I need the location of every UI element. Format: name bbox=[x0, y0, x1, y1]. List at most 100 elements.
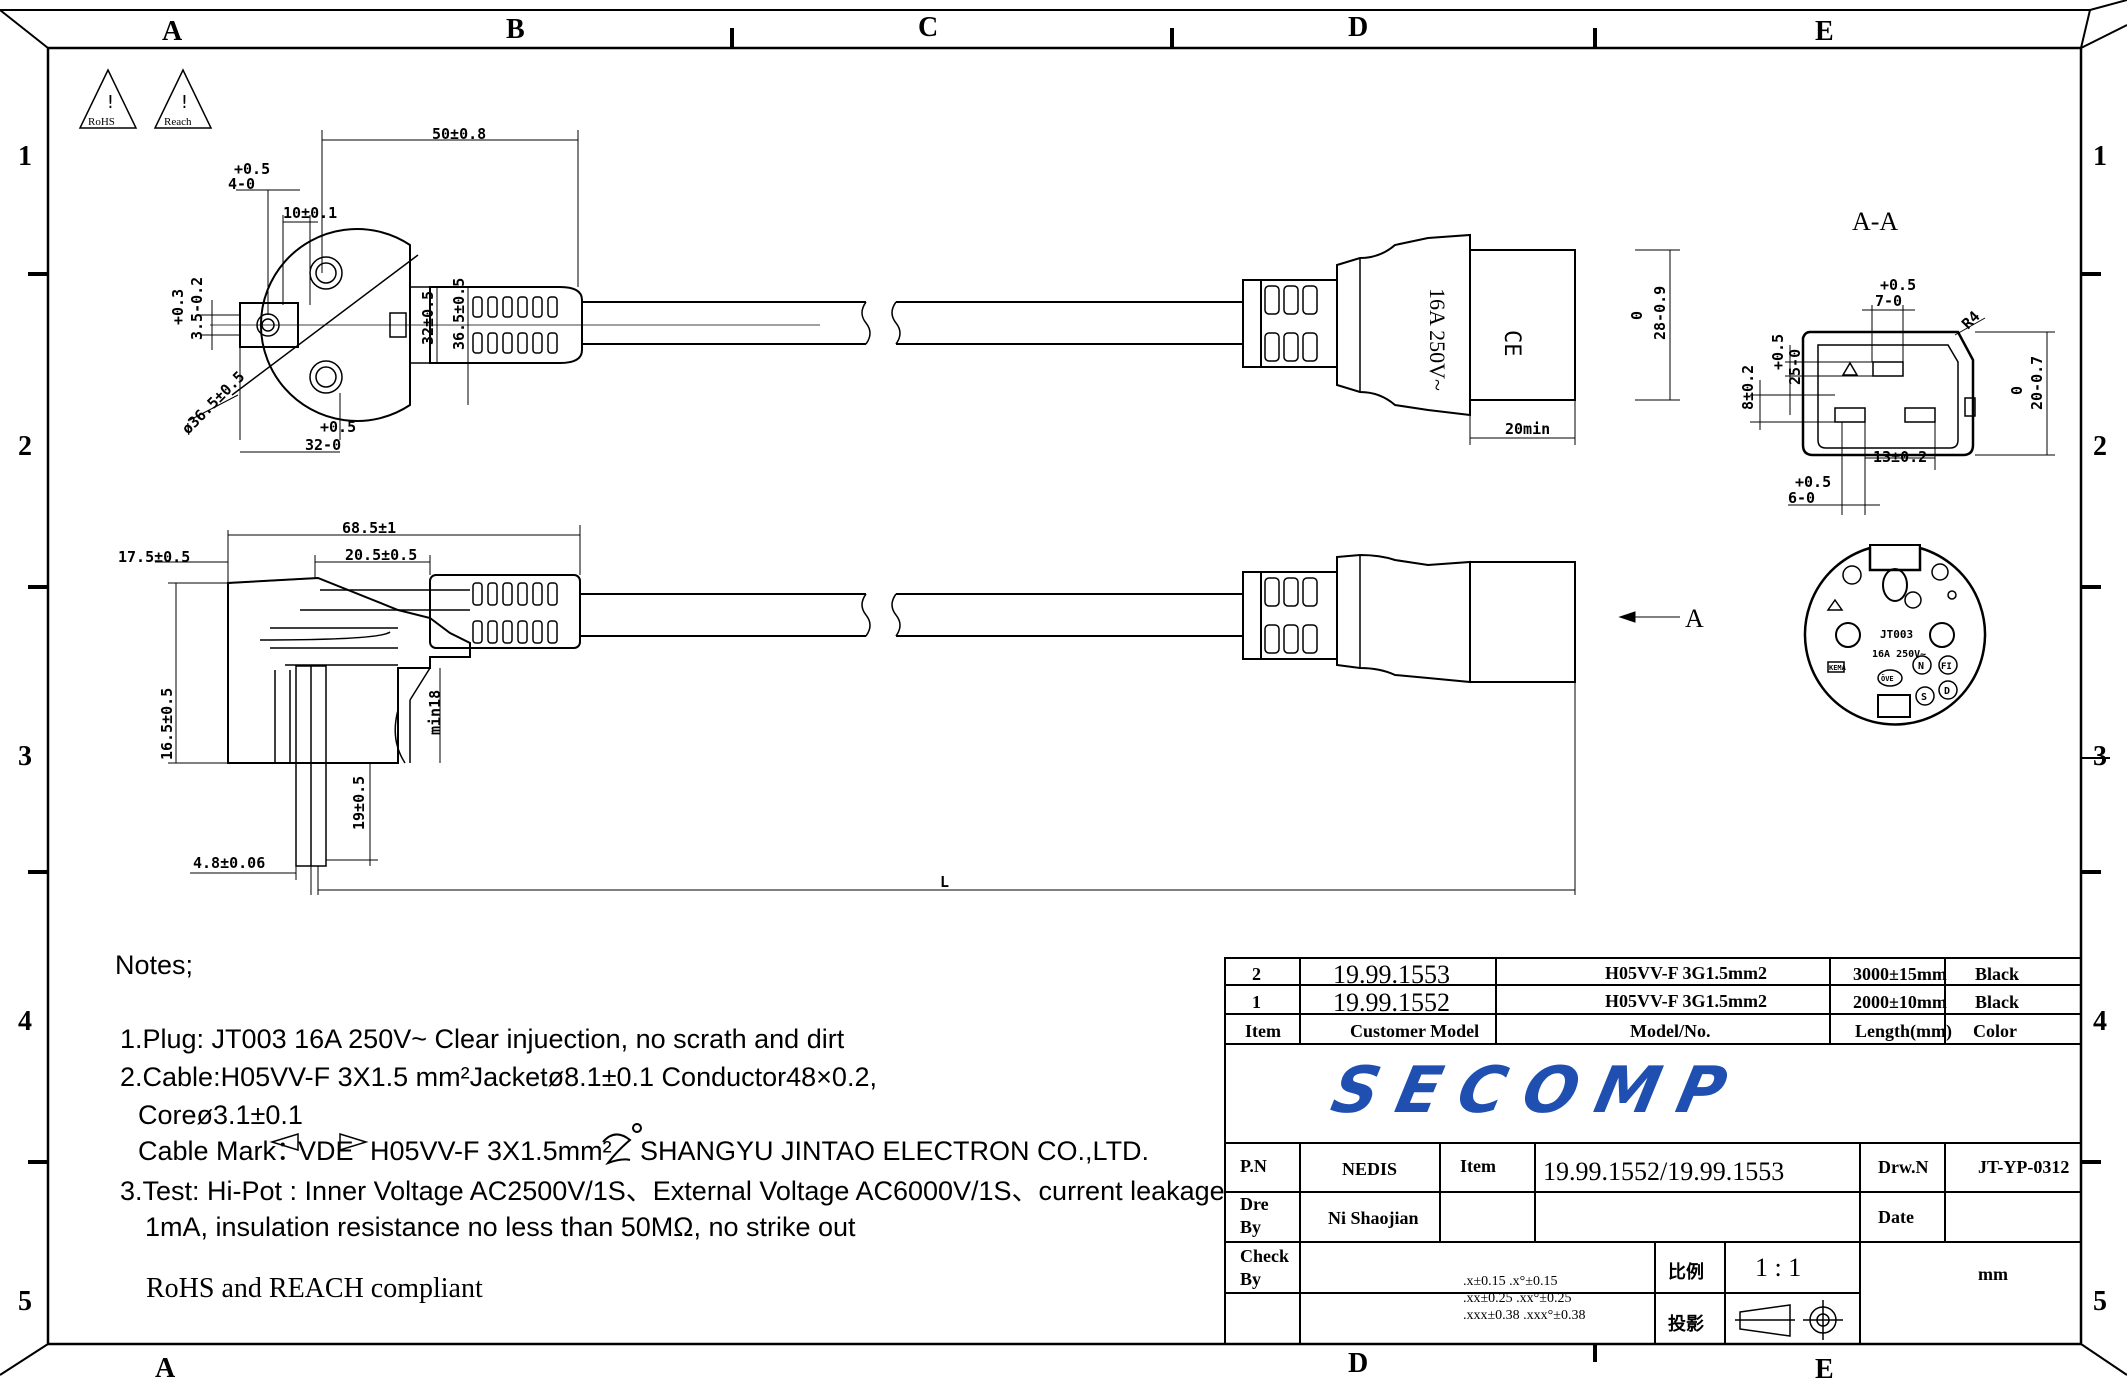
plug-face-view bbox=[1803, 544, 1987, 726]
svg-text:Black: Black bbox=[1975, 964, 2019, 984]
svg-text:+0.5: +0.5 bbox=[1880, 276, 1916, 294]
svg-text:3.5-0.2: 3.5-0.2 bbox=[188, 277, 206, 340]
svg-text:D: D bbox=[1944, 686, 1950, 697]
side-view-dim-text: 17.5±0.5 68.5±1 20.5±0.5 16.5±0.5 min18 … bbox=[118, 519, 1704, 891]
svg-text:36.5±0.5: 36.5±0.5 bbox=[450, 278, 468, 350]
svg-text:Check: Check bbox=[1240, 1246, 1289, 1266]
reach-warning-icon: ! Reach bbox=[153, 68, 213, 129]
svg-text:Item: Item bbox=[1460, 1156, 1496, 1176]
grid-row-4-right: 4 bbox=[2093, 1006, 2107, 1037]
svg-text:7-0: 7-0 bbox=[1875, 292, 1902, 310]
plug-face-text: JT003 16A 250V~ N FI S D KEMA ÖVE bbox=[1829, 628, 1952, 703]
note-line-1: 1.Plug: JT003 16A 250V~ Clear injuection… bbox=[120, 1024, 845, 1054]
svg-text:17.5±0.5: 17.5±0.5 bbox=[118, 548, 190, 566]
svg-text:!: ! bbox=[179, 92, 190, 113]
svg-text:8±0.2: 8±0.2 bbox=[1739, 365, 1757, 410]
svg-text:4-0: 4-0 bbox=[228, 175, 255, 193]
projection-symbol-icon bbox=[1735, 1300, 1843, 1340]
svg-text:.x±0.15 .x°±0.15: .x±0.15 .x°±0.15 bbox=[1463, 1274, 1557, 1289]
bom-row-2-item: 2 bbox=[1252, 964, 1261, 984]
ce-mark: CE bbox=[1499, 330, 1524, 357]
grid-col-D: D bbox=[1348, 12, 1368, 43]
svg-text:16A 250V~: 16A 250V~ bbox=[1425, 288, 1450, 391]
svg-text:19±0.5: 19±0.5 bbox=[350, 776, 368, 830]
svg-text:Item: Item bbox=[1245, 1021, 1281, 1041]
svg-text:By: By bbox=[1240, 1269, 1261, 1289]
svg-text:+0.5: +0.5 bbox=[320, 418, 356, 436]
grid-col-C: C bbox=[918, 12, 938, 43]
svg-text:20min: 20min bbox=[1505, 420, 1550, 438]
svg-text:Customer Model: Customer Model bbox=[1350, 1021, 1479, 1041]
svg-text:0: 0 bbox=[1628, 311, 1646, 320]
svg-text:+0.5: +0.5 bbox=[1769, 334, 1787, 370]
svg-text:+0.3: +0.3 bbox=[169, 289, 187, 325]
svg-text:FI: FI bbox=[1941, 662, 1952, 672]
cable-side bbox=[580, 593, 1243, 637]
svg-text:16.5±0.5: 16.5±0.5 bbox=[158, 688, 176, 760]
grid-col-E-bottom: E bbox=[1815, 1354, 1834, 1380]
svg-text:By: By bbox=[1240, 1217, 1261, 1237]
title-block-fields: P.N NEDIS Item 19.99.1552/19.99.1553 Drw… bbox=[1240, 1156, 2069, 1334]
note-line-4b: VDE bbox=[298, 1136, 354, 1166]
note-line-4c: H05VV-F 3X1.5mm² bbox=[370, 1136, 612, 1166]
svg-text:28-0.9: 28-0.9 bbox=[1651, 286, 1669, 340]
secomp-logo: SECOMP bbox=[1325, 1054, 1750, 1128]
connector-top-labels: 16A 250V~ CE bbox=[1425, 288, 1524, 391]
svg-text:Length(mm): Length(mm) bbox=[1855, 1021, 1952, 1042]
svg-text:P.N: P.N bbox=[1240, 1156, 1267, 1176]
svg-text:RoHS: RoHS bbox=[88, 116, 115, 128]
cable-top bbox=[582, 301, 1243, 345]
grid-col-B: B bbox=[506, 14, 525, 45]
plug-model: JT003 bbox=[1880, 628, 1913, 641]
section-aa-view bbox=[1801, 330, 1976, 457]
svg-text:L: L bbox=[940, 873, 949, 891]
note-line-6: 1mA, insulation resistance no less than … bbox=[145, 1212, 856, 1242]
svg-text:+0.5: +0.5 bbox=[1795, 473, 1831, 491]
svg-text:32-0: 32-0 bbox=[305, 436, 341, 454]
grid-row-5: 5 bbox=[18, 1286, 32, 1317]
rohs-warning-icon: ! RoHS bbox=[78, 68, 138, 129]
svg-text:比例: 比例 bbox=[1668, 1261, 1704, 1282]
svg-text:Date: Date bbox=[1878, 1207, 1914, 1227]
company-logo: SECOMP bbox=[1325, 1054, 1750, 1128]
svg-text:Drw.N: Drw.N bbox=[1878, 1157, 1929, 1177]
svg-text:NEDIS: NEDIS bbox=[1342, 1159, 1397, 1179]
bom-row-1-item: 1 bbox=[1252, 992, 1261, 1012]
drawing-number: JT-YP-0312 bbox=[1978, 1157, 2069, 1177]
grid-row-2: 2 bbox=[18, 431, 32, 462]
svg-text:H05VV-F 3G1.5mm2: H05VV-F 3G1.5mm2 bbox=[1605, 991, 1767, 1011]
svg-text:N: N bbox=[1918, 661, 1924, 672]
note-line-3: Coreø3.1±0.1 bbox=[138, 1100, 303, 1130]
section-a-label: A bbox=[1685, 604, 1704, 633]
grid-row-4: 4 bbox=[18, 1006, 32, 1037]
drawn-by: Ni Shaojian bbox=[1328, 1208, 1419, 1228]
svg-text:6-0: 6-0 bbox=[1788, 489, 1815, 507]
grid-col-E: E bbox=[1815, 16, 1834, 47]
grid-col-A: A bbox=[162, 16, 183, 47]
grid-col-D-bottom: D bbox=[1348, 1348, 1368, 1379]
connector-top-view bbox=[1242, 233, 1576, 417]
svg-text:KEMA: KEMA bbox=[1829, 664, 1847, 672]
svg-text:4.8±0.06: 4.8±0.06 bbox=[193, 854, 265, 872]
bom-table: 2 19.99.1553 H05VV-F 3G1.5mm2 3000±15mm … bbox=[1245, 960, 2019, 1042]
top-view-dimensions bbox=[189, 130, 1680, 453]
svg-text:.xxx±0.38 .xxx°±0.38: .xxx±0.38 .xxx°±0.38 bbox=[1463, 1308, 1585, 1323]
svg-text:.xx±0.25 .xx°±0.25: .xx±0.25 .xx°±0.25 bbox=[1463, 1291, 1571, 1306]
compliance-note: RoHS and REACH compliant bbox=[146, 1273, 483, 1304]
note-line-5: 3.Test: Hi-Pot : Inner Voltage AC2500V/1… bbox=[120, 1176, 1225, 1206]
svg-text:20.5±0.5: 20.5±0.5 bbox=[345, 546, 417, 564]
svg-text:Dre: Dre bbox=[1240, 1194, 1269, 1214]
title-block bbox=[1224, 957, 2082, 1345]
svg-text:13±0.2: 13±0.2 bbox=[1873, 448, 1927, 466]
svg-text:H05VV-F 3G1.5mm2: H05VV-F 3G1.5mm2 bbox=[1605, 963, 1767, 983]
grid-row-5-right: 5 bbox=[2093, 1286, 2107, 1317]
section-aa-title: A-A bbox=[1852, 207, 1898, 236]
grid-col-A-bottom: A bbox=[155, 1353, 176, 1380]
jintao-logo-icon bbox=[602, 1123, 642, 1166]
grid-row-1: 1 bbox=[18, 141, 32, 172]
svg-text:68.5±1: 68.5±1 bbox=[342, 519, 396, 537]
bom-row-2-customer-model: 19.99.1553 bbox=[1333, 960, 1450, 989]
